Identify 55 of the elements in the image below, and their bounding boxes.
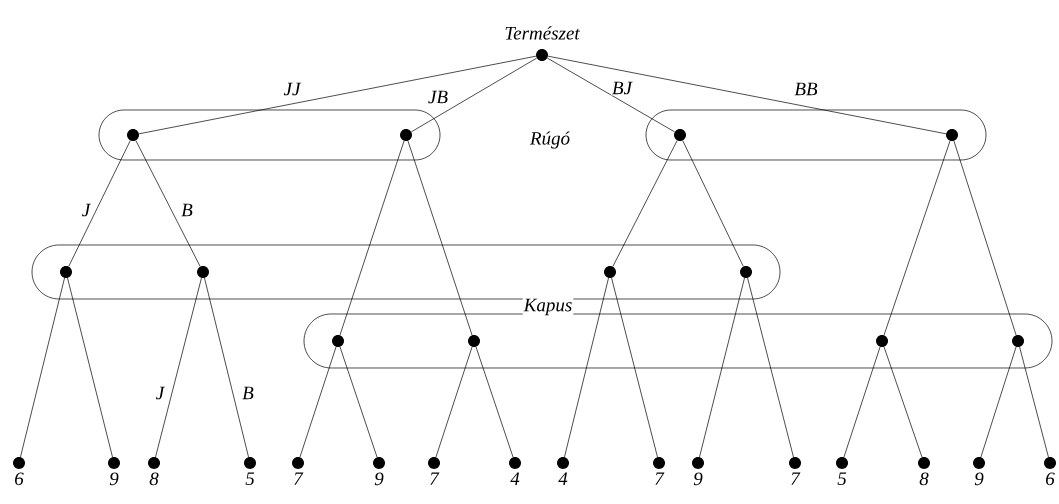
payoff-label: 5: [245, 472, 255, 486]
edge-label: J: [154, 385, 166, 401]
tree-branch: [20, 277, 65, 458]
tree-branch: [411, 57, 537, 133]
payoff-label: 4: [510, 472, 520, 485]
tree-branch: [547, 55, 947, 135]
payoff-label: 8: [149, 472, 159, 486]
tree-branch: [299, 346, 337, 458]
tree-branch: [612, 140, 678, 267]
payoff-label: 9: [974, 472, 984, 486]
payoff-label: 7: [294, 472, 304, 485]
payoff-label: 7: [791, 472, 801, 485]
tree-branch: [204, 277, 249, 458]
chance-player-label: Természet: [505, 26, 581, 40]
edge-label: BB: [793, 81, 819, 97]
payoff-label: 7: [430, 472, 440, 485]
tree-branch: [953, 140, 1017, 336]
edge-label: BJ: [611, 80, 634, 96]
tree-branch: [564, 277, 609, 458]
edge-label: JB: [427, 89, 450, 105]
tree-branch: [135, 140, 201, 267]
tree-branch: [339, 140, 405, 336]
tree-branch: [475, 346, 514, 458]
payoff-label: 9: [693, 472, 703, 486]
tree-branch: [155, 277, 202, 458]
payoff-label: 8: [919, 472, 929, 486]
tree-branch: [68, 140, 131, 267]
tree-branch: [883, 346, 923, 458]
tree-branch: [547, 57, 675, 133]
tree-branch: [980, 346, 1017, 458]
tree-branch: [339, 346, 378, 458]
tree-branch: [67, 277, 113, 458]
tree-branch: [1019, 346, 1049, 458]
tree-branch: [435, 346, 473, 458]
tree-branch: [843, 346, 881, 458]
edge-label: J: [80, 202, 92, 218]
payoff-label: 6: [1046, 472, 1055, 486]
player-label: Kapus: [522, 297, 574, 317]
payoff-label: 4: [558, 472, 568, 485]
tree-branch: [407, 140, 473, 336]
tree-branch: [699, 277, 745, 458]
payoff-label: 7: [655, 472, 665, 485]
tree-branch: [611, 277, 658, 458]
tree-branch: [682, 140, 744, 267]
payoff-label: 5: [837, 472, 847, 486]
tree-branch: [883, 140, 951, 336]
payoff-label: 9: [109, 472, 119, 486]
tree-branch: [138, 55, 537, 135]
edge-label: B: [180, 202, 194, 218]
player-label: Rúgó: [528, 130, 572, 150]
payoff-label: 6: [15, 472, 24, 486]
payoff-label: 9: [374, 472, 384, 486]
edge-label: JJ: [282, 81, 302, 97]
tree-branch: [747, 277, 794, 458]
edge-label: B: [241, 385, 255, 401]
